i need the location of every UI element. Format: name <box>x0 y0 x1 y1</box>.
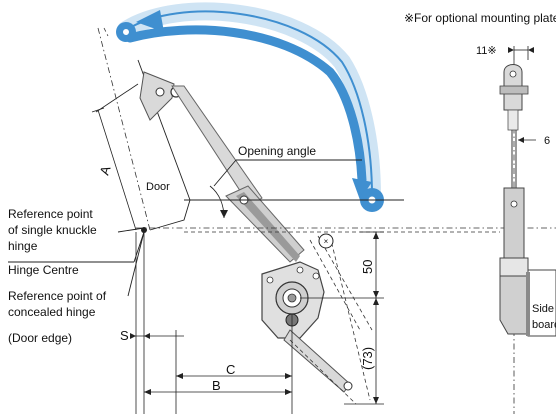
svg-text:concealed hinge: concealed hinge <box>8 305 96 319</box>
svg-text:of single knuckle: of single knuckle <box>8 223 97 237</box>
opening-motion-arrow <box>116 2 384 212</box>
pivot-marker: × <box>318 233 334 249</box>
dimension-s: S <box>120 232 184 414</box>
door-bracket <box>139 71 182 121</box>
svg-text:6: 6 <box>544 135 550 147</box>
opening-angle-label: Opening angle <box>238 144 316 158</box>
door-edge-label: (Door edge) <box>8 331 72 345</box>
stay-arm <box>171 85 305 263</box>
opening-angle-arc <box>209 185 228 219</box>
ref-single-knuckle-label: Reference point <box>8 207 93 221</box>
svg-text:hinge: hinge <box>8 239 38 253</box>
svg-text:A: A <box>97 164 114 177</box>
mechanism-body <box>261 235 373 405</box>
ref-concealed-label: Reference point of <box>8 289 107 303</box>
door-outline <box>97 27 191 231</box>
svg-text:50: 50 <box>360 260 375 274</box>
svg-text:(73): (73) <box>360 347 375 370</box>
reference-lines <box>136 199 556 233</box>
svg-text:board: board <box>532 319 556 331</box>
left-labels: Reference point of single knuckle hinge … <box>8 207 147 345</box>
dimension-vertical: 50 (73) <box>300 231 384 405</box>
mounting-plate-note: ※For optional mounting plate :11.8 <box>404 11 556 25</box>
dimension-bc: C B <box>144 314 293 414</box>
dimension-a: A <box>91 83 139 231</box>
side-view: ※For optional mounting plate :11.8 11※ 6… <box>404 11 556 414</box>
side-board-label: Side <box>532 303 554 315</box>
hinge-centre-label: Hinge Centre <box>8 263 79 277</box>
door-label: Door <box>146 181 170 193</box>
svg-text:C: C <box>226 362 235 377</box>
svg-text:×: × <box>324 237 329 246</box>
svg-text:S: S <box>120 328 129 343</box>
svg-text:B: B <box>212 378 221 393</box>
svg-text:11※: 11※ <box>476 45 497 57</box>
